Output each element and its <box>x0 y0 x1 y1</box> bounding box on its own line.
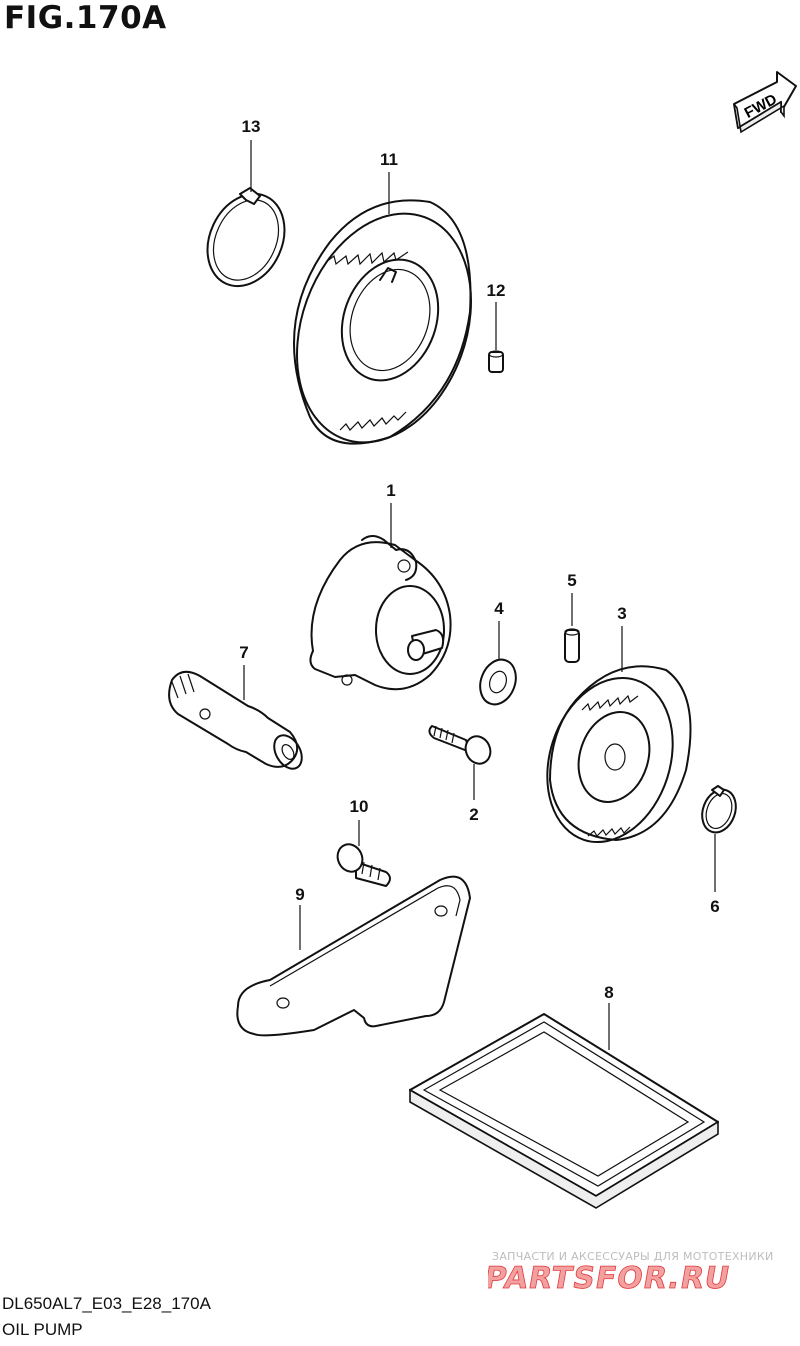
part-9-gasket <box>236 875 471 1037</box>
callout-6: 6 <box>710 897 720 916</box>
callout-3: 3 <box>617 604 627 623</box>
part-4-washer <box>479 621 517 706</box>
diagram-code: DL650AL7_E03_E28_170A <box>2 1294 211 1313</box>
part-5-pin <box>564 593 580 663</box>
callout-8: 8 <box>604 983 614 1002</box>
callout-5: 5 <box>567 571 577 590</box>
fwd-arrow-icon: FWD <box>733 71 797 134</box>
callout-13: 13 <box>241 117 261 136</box>
callout-12: 12 <box>486 281 506 300</box>
watermark-logo-text: PARTSFOR.RU <box>488 1261 733 1296</box>
callout-4: 4 <box>494 599 504 618</box>
part-1-oil-pump <box>309 503 452 691</box>
watermark-logo: PARTSFOR.RU <box>488 1261 734 1297</box>
callout-7: 7 <box>239 643 249 662</box>
part-13-circlip <box>206 140 286 288</box>
part-7-fitting <box>168 665 303 770</box>
figure-title: FIG.170A <box>4 0 167 36</box>
part-2-bolt <box>428 725 492 800</box>
callout-1: 1 <box>386 481 396 500</box>
watermark-tagline: ЗАПЧАСТИ И АКСЕССУАРЫ ДЛЯ МОТОТЕХНИКИ <box>492 1250 774 1263</box>
callout-9: 9 <box>295 885 305 904</box>
diagram-name: OIL PUMP <box>2 1320 83 1339</box>
part-6-circlip <box>701 785 737 892</box>
part-8-strainer <box>409 1003 719 1209</box>
part-10-bolt <box>336 820 391 887</box>
part-11-gear <box>293 172 472 445</box>
callout-2: 2 <box>469 805 479 824</box>
callout-11: 11 <box>380 150 398 169</box>
part-3-pump-gear <box>546 626 692 844</box>
part-12-pin <box>488 302 504 373</box>
callout-10: 10 <box>349 797 369 816</box>
